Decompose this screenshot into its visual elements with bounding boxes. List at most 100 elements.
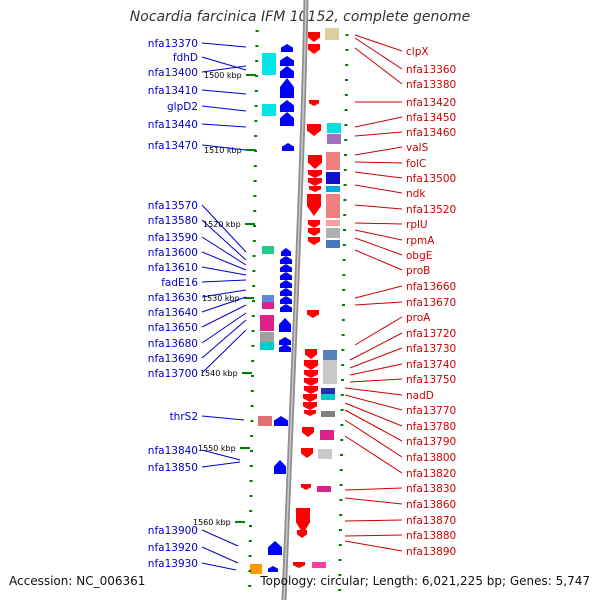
- right-gene-label: nfa13780: [406, 421, 456, 433]
- right-leader-line: [344, 419, 403, 458]
- tick-mark: [339, 469, 343, 471]
- tick-mark: [343, 199, 347, 201]
- right-gene-arrow: [296, 508, 310, 534]
- right-gene-arrow: [304, 378, 318, 386]
- tick-mark: [252, 300, 255, 302]
- right-labels: clpXnfa13360nfa13380nfa13420nfa13450nfa1…: [344, 34, 456, 558]
- right-leader-line: [354, 171, 403, 179]
- right-gene-arrow: [308, 170, 322, 178]
- right-gene-arrow: [304, 386, 318, 394]
- left-gene-arrow: [280, 256, 292, 264]
- tick-mark: [342, 244, 346, 246]
- tick-mark: [344, 94, 348, 96]
- right-gene-arrow: [297, 530, 307, 538]
- tick-mark: [343, 229, 346, 231]
- right-leader-line: [354, 316, 403, 346]
- right-leader-line: [354, 34, 403, 52]
- tick-mark: [340, 394, 344, 396]
- gene-product-block: [323, 350, 337, 360]
- right-gene-arrow: [308, 178, 322, 186]
- gene-product-block: [258, 416, 272, 426]
- gene-product-block: [326, 172, 340, 184]
- right-gene-label: nfa13820: [406, 468, 456, 480]
- gene-product-block: [326, 186, 340, 192]
- right-gene-arrow: [301, 484, 311, 490]
- right-gene-label: nfa13790: [406, 436, 456, 448]
- tick-mark: [343, 169, 347, 171]
- right-gene-arrow: [308, 155, 322, 169]
- tick-mark: [338, 574, 342, 576]
- left-gene-arrow: [280, 112, 294, 126]
- right-leader-line: [344, 534, 403, 537]
- tick-mark: [248, 570, 252, 572]
- tick-mark: [340, 454, 343, 456]
- right-leader-line: [349, 378, 403, 383]
- right-gene-label: folC: [406, 158, 426, 170]
- gene-product-block: [262, 302, 274, 309]
- right-gene-arrow: [308, 237, 320, 245]
- gene-product-block: [327, 123, 341, 133]
- tick-mark: [252, 240, 256, 242]
- tick-mark: [339, 514, 343, 516]
- tick-mark: [344, 154, 347, 156]
- right-gene-arrow: [301, 448, 313, 458]
- gene-product-block: [326, 240, 340, 248]
- tick-mark: [343, 184, 347, 186]
- left-gene-label: nfa13690: [148, 353, 198, 365]
- right-leader-line: [354, 249, 403, 271]
- right-leader-line: [344, 497, 403, 505]
- tick-mark: [249, 465, 253, 467]
- tick-mark: [250, 405, 254, 407]
- right-gene-label: valS: [406, 142, 429, 154]
- left-leader-line: [201, 449, 241, 461]
- right-gene-arrow: [304, 410, 316, 416]
- left-gene-label: fdhD: [173, 52, 198, 64]
- gene-product-block: [250, 564, 262, 574]
- tick-mark: [341, 334, 345, 336]
- right-gene-arrow: [307, 310, 319, 318]
- tick-mark: [343, 214, 347, 216]
- right-leader-line: [349, 363, 403, 376]
- gene-product-block: [327, 134, 341, 144]
- left-leader-line: [201, 546, 239, 564]
- left-leader-line: [201, 562, 237, 571]
- tick-mark: [340, 424, 344, 426]
- tick-mark: [342, 289, 346, 291]
- left-gene-arrow: [280, 100, 294, 112]
- right-leader-line: [349, 347, 403, 369]
- right-leader-line: [354, 285, 403, 299]
- map-title: Nocardia farcinica IFM 10152, complete g…: [129, 9, 471, 25]
- left-gene-label: nfa13920: [148, 542, 198, 554]
- tick-mark: [251, 330, 255, 332]
- tick-mark: [249, 480, 253, 482]
- tick-mark: [251, 315, 255, 317]
- left-gene-label: nfa13410: [148, 85, 198, 97]
- left-gene-label: nfa13640: [148, 307, 198, 319]
- tick-mark: [341, 349, 345, 351]
- left-gene-arrow: [268, 566, 278, 572]
- left-leader-line: [201, 312, 247, 344]
- right-leader-line: [344, 540, 403, 552]
- right-gene-label: proB: [406, 265, 430, 277]
- right-gene-arrow: [303, 394, 317, 402]
- tick-mark: [254, 120, 258, 122]
- left-leader-line: [201, 304, 247, 328]
- left-gene-label: nfa13700: [148, 368, 198, 380]
- right-gene-label: nfa13750: [406, 374, 456, 386]
- tick-mark: [342, 304, 345, 306]
- right-gene-label: nfa13770: [406, 405, 456, 417]
- right-leader-line: [344, 487, 403, 491]
- tick-mark: [252, 270, 256, 272]
- tick-mark: [251, 375, 254, 377]
- right-leader-line: [354, 116, 403, 128]
- right-gene-arrow: [307, 124, 321, 136]
- left-gene-arrow: [280, 296, 292, 304]
- left-gene-label: nfa13400: [148, 67, 198, 79]
- left-gene-arrow: [281, 44, 293, 52]
- right-gene-label: rplU: [406, 219, 428, 231]
- right-leader-line: [354, 301, 403, 306]
- tick-mark: [255, 75, 258, 77]
- scale-marker-label: 1510 kbp: [204, 146, 242, 155]
- left-labels: nfa13370fdhDnfa13400nfa13410glpD2nfa1344…: [148, 38, 247, 571]
- right-leader-line: [354, 204, 403, 210]
